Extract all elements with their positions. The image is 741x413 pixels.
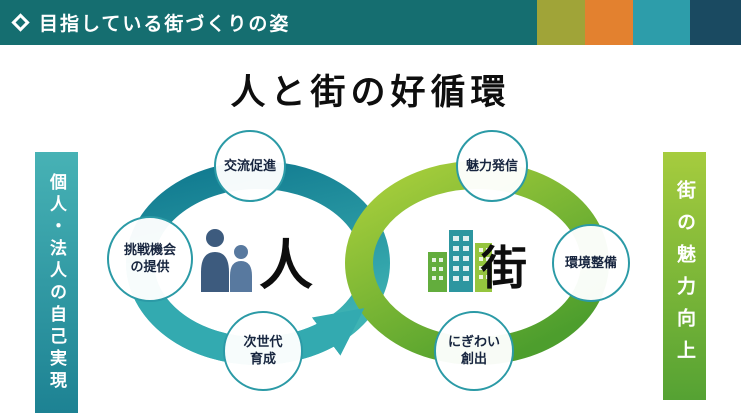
node-vibrancy-creation: にぎわい 創出 [434, 311, 514, 391]
left-banner-label: 個人・法人の自己実現 [47, 172, 66, 393]
header-title: 目指している街づくりの姿 [39, 14, 291, 35]
node-label: にぎわい 創出 [447, 334, 500, 366]
accent-block-orange [585, 0, 633, 45]
node-label: 次世代 育成 [243, 334, 283, 366]
buildings-icon [428, 230, 492, 292]
node-label: 交流促進 [223, 157, 276, 173]
node-label: 魅力発信 [465, 157, 518, 173]
accent-block-olive [537, 0, 585, 45]
town-label: 街 [481, 243, 527, 295]
slide-title: 人と街の好循環 [230, 73, 511, 112]
node-label: 挑戦機会 の提供 [123, 242, 176, 274]
people-label: 人 [259, 235, 313, 296]
right-banner-label: 街の魅力向上 [674, 180, 695, 372]
node-next-generation: 次世代 育成 [223, 311, 303, 391]
people-center: 人 [198, 228, 313, 296]
right-banner: 街の魅力向上 [663, 152, 706, 400]
node-environment-improvement: 環境整備 [552, 224, 630, 302]
diamond-icon [11, 13, 30, 32]
header: 目指している街づくりの姿 [0, 0, 741, 45]
node-label: 環境整備 [564, 254, 617, 270]
node-attraction-broadcast: 魅力発信 [456, 130, 528, 202]
accent-block-teal [633, 0, 690, 45]
accent-block-navy [690, 0, 741, 45]
town-center: 街 [427, 228, 527, 292]
header-bar: 目指している街づくりの姿 [0, 0, 537, 45]
people-icon [201, 229, 252, 292]
node-exchange-promotion: 交流促進 [214, 130, 286, 202]
left-banner: 個人・法人の自己実現 [35, 152, 78, 413]
node-challenge-opportunity: 挑戦機会 の提供 [107, 216, 193, 302]
